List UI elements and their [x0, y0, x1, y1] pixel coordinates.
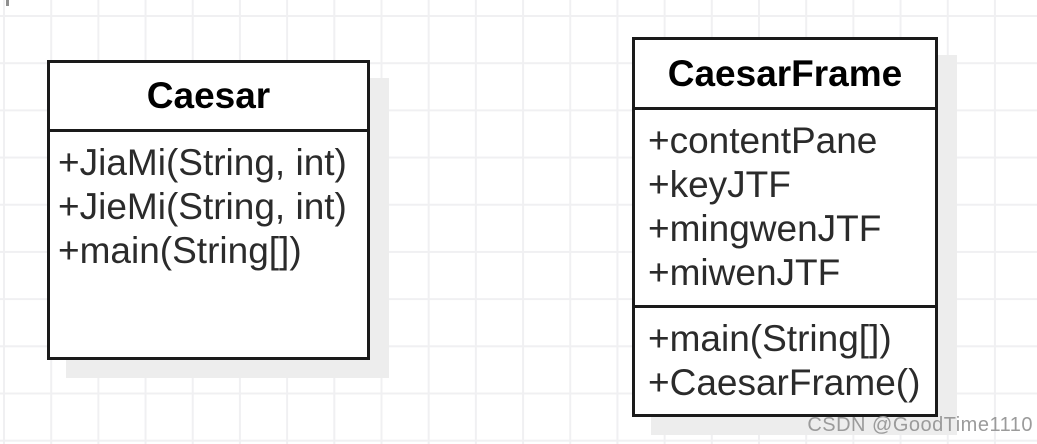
caesarframe-methods-compartment: +main(String[]) +CaesarFrame() — [635, 308, 935, 405]
watermark-text: CSDN @GoodTime1110 — [807, 414, 1033, 436]
uml-class-caesarframe[interactable]: CaesarFrame +contentPane +keyJTF +mingwe… — [632, 37, 938, 417]
method-item: +JieMi(String, int) — [58, 186, 347, 227]
uml-class-caesar[interactable]: Caesar +JiaMi(String, int) +JieMi(String… — [47, 60, 370, 360]
canvas-corner-mark — [6, 0, 9, 6]
attribute-item: +keyJTF — [648, 164, 791, 205]
attribute-item: +contentPane — [648, 120, 878, 161]
caesarframe-attributes-compartment: +contentPane +keyJTF +mingwenJTF +miwenJ… — [635, 110, 935, 308]
attribute-item: +miwenJTF — [648, 252, 841, 293]
attribute-item: +mingwenJTF — [648, 208, 882, 249]
class-name-caesar: Caesar — [50, 63, 367, 132]
method-item: +main(String[]) — [58, 230, 302, 271]
caesar-methods-compartment: +JiaMi(String, int) +JieMi(String, int) … — [50, 132, 367, 273]
method-item: +JiaMi(String, int) — [58, 142, 347, 183]
method-item: +main(String[]) — [648, 318, 892, 359]
class-name-caesarframe: CaesarFrame — [635, 40, 935, 110]
method-item: +CaesarFrame() — [648, 362, 921, 403]
